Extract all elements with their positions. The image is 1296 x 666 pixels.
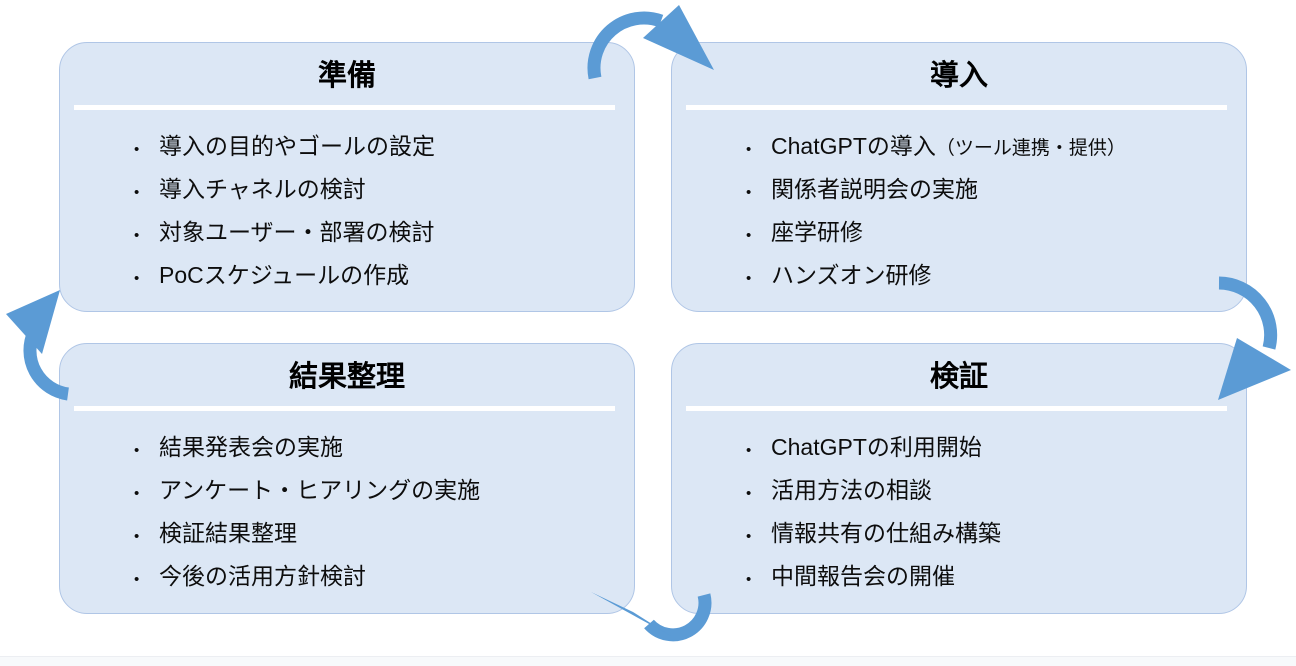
list-item: • 結果発表会の実施 — [134, 426, 620, 469]
item-text: 今後の活用方針検討 — [159, 563, 366, 589]
bullet-marker: • — [746, 528, 752, 545]
item-list: • 導入の目的やゴールの設定 • 導入チャネルの検討 • 対象ユーザー・部署の検討 •… — [60, 125, 634, 297]
list-item: • 情報共有の仕組み構築 — [746, 512, 1232, 555]
bullet-marker: • — [746, 270, 752, 287]
item-text: 情報共有の仕組み構築 — [771, 520, 1001, 546]
item-text: 導入チャネルの検討 — [159, 176, 366, 202]
bullet-marker: • — [134, 184, 140, 201]
curved-arrow-left-results-to-preparation — [6, 290, 70, 401]
list-item: • 活用方法の相談 — [746, 469, 1232, 512]
item-list: • 結果発表会の実施 • アンケート・ヒアリングの実施 • 検証結果整理 • 今後の活用… — [60, 426, 634, 598]
curved-arrow-top-preparation-to-deployment — [587, 5, 714, 80]
box-title: 導入 — [929, 60, 988, 92]
item-text: ChatGPTの利用開始 — [771, 434, 982, 460]
item-text: アンケート・ヒアリングの実施 — [159, 477, 481, 503]
item-text: 中間報告会の開催 — [771, 563, 955, 589]
list-item: • 対象ユーザー・部署の検討 — [134, 211, 620, 254]
item-text: PoCスケジュールの作成 — [159, 262, 410, 288]
stage-box-preparation: 準備 • 導入の目的やゴールの設定 • 導入チャネルの検討 • 対象ユーザー・部署の検… — [59, 42, 635, 312]
list-item: • ハンズオン研修 — [746, 254, 1232, 297]
stage-box-verification: 検証 • ChatGPTの利用開始 • 活用方法の相談 • 情報共有の仕組み構築 • 中… — [671, 343, 1247, 614]
item-text: 導入の目的やゴールの設定 — [159, 133, 435, 159]
list-item: • 中間報告会の開催 — [746, 555, 1232, 598]
item-text: 関係者説明会の実施 — [771, 176, 978, 202]
list-item: • アンケート・ヒアリングの実施 — [134, 469, 620, 512]
bullet-marker: • — [134, 571, 140, 588]
item-text-suffix: （ツール連携・提供） — [935, 138, 1126, 159]
list-item: • 今後の活用方針検討 — [134, 555, 620, 598]
bullet-marker: • — [134, 442, 140, 459]
list-item: • ChatGPTの導入（ツール連携・提供） — [746, 125, 1232, 168]
list-item: • 関係者説明会の実施 — [746, 168, 1232, 211]
title-divider — [74, 406, 615, 411]
title-divider — [686, 105, 1227, 110]
bullet-marker: • — [134, 141, 140, 158]
list-item: • 導入の目的やゴールの設定 — [134, 125, 620, 168]
list-item: • 座学研修 — [746, 211, 1232, 254]
item-text: 活用方法の相談 — [771, 477, 932, 503]
bullet-marker: • — [746, 485, 752, 502]
bullet-marker: • — [746, 571, 752, 588]
title-divider — [686, 406, 1227, 411]
bullet-marker: • — [746, 442, 752, 459]
bullet-marker: • — [746, 184, 752, 201]
bullet-marker: • — [134, 270, 140, 287]
box-title: 結果整理 — [288, 361, 405, 393]
curved-arrow-right-deployment-to-verification — [1218, 276, 1291, 400]
curved-arrow-bottom-verification-to-results — [591, 592, 712, 642]
title-divider — [74, 105, 615, 110]
bullet-marker: • — [134, 227, 140, 244]
box-title: 検証 — [929, 361, 988, 393]
item-text: 結果発表会の実施 — [159, 434, 343, 460]
item-text: ハンズオン研修 — [771, 262, 932, 288]
list-item: • 検証結果整理 — [134, 512, 620, 555]
stage-box-deployment: 導入 • ChatGPTの導入（ツール連携・提供） • 関係者説明会の実施 • 座学研… — [671, 42, 1247, 312]
list-item: • PoCスケジュールの作成 — [134, 254, 620, 297]
item-list: • ChatGPTの利用開始 • 活用方法の相談 • 情報共有の仕組み構築 • 中間報告… — [672, 426, 1246, 598]
bullet-marker: • — [134, 485, 140, 502]
list-item: • ChatGPTの利用開始 — [746, 426, 1232, 469]
list-item: • 導入チャネルの検討 — [134, 168, 620, 211]
bullet-marker: • — [746, 141, 752, 158]
stage-box-results: 結果整理 • 結果発表会の実施 • アンケート・ヒアリングの実施 • 検証結果整理 •… — [59, 343, 635, 614]
page-bottom-edge — [0, 656, 1296, 666]
item-text: ChatGPTの導入 — [771, 133, 936, 159]
box-title: 準備 — [317, 60, 376, 92]
bullet-marker: • — [134, 528, 140, 545]
bullet-marker: • — [746, 227, 752, 244]
item-text: 検証結果整理 — [159, 520, 297, 546]
item-list: • ChatGPTの導入（ツール連携・提供） • 関係者説明会の実施 • 座学研修 •… — [672, 125, 1246, 297]
item-text: 座学研修 — [771, 219, 863, 245]
item-text: 対象ユーザー・部署の検討 — [159, 219, 435, 245]
